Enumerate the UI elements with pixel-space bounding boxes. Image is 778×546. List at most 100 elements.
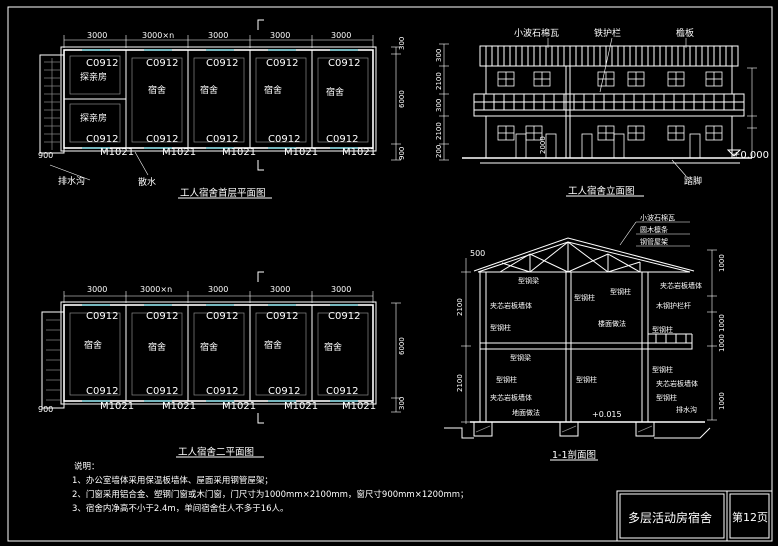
plan1-callout-drain: 排水沟 <box>58 175 85 187</box>
elev-dim-door: 2000 <box>539 136 547 154</box>
plan2-dim-4: 3000 <box>270 285 290 294</box>
section-low-label-6: 夹芯岩板墙体 <box>656 379 698 388</box>
plan2-window-top-2: C0912 <box>146 311 178 322</box>
section-low-label-2: 型钢柱 <box>496 375 517 384</box>
plan1-window-top-4: C0912 <box>266 58 298 69</box>
section-dim-right-1: 1000 <box>718 254 726 272</box>
elev-dim-4: 2100 <box>435 122 443 140</box>
plan2-dim-1: 3000 <box>87 285 107 294</box>
section-top-dim: 500 <box>470 249 485 258</box>
plan2-dim-r2: 300 <box>398 397 406 410</box>
plan1-door-3: M1021 <box>222 147 256 158</box>
sheet-frame <box>7 6 773 542</box>
plan1-room-left-1: 探亲房 <box>80 71 107 83</box>
plan1-window-bot-1: C0912 <box>86 134 118 145</box>
plan1-dim-4: 3000 <box>270 31 290 40</box>
section-1-1: 小波石棉瓦 圆木檩条 钢管屋架 <box>444 213 726 461</box>
section-dim-right-4: 1000 <box>718 392 726 410</box>
plan2-window-bot-1: C0912 <box>86 386 118 397</box>
plan2-room-1: 宿舍 <box>84 339 102 351</box>
plan2-door-2: M1021 <box>162 401 196 412</box>
elev-dim-5: 200 <box>435 145 443 158</box>
plan2-door-3: M1021 <box>222 401 256 412</box>
plan1-dim-5: 3000 <box>331 31 351 40</box>
section-roof-legend-1: 小波石棉瓦 <box>640 213 675 222</box>
elev-dim-2: 2100 <box>435 72 443 90</box>
plan1-dim-2: 3000×n <box>142 31 174 40</box>
section-dim-left-1: 2100 <box>456 298 464 316</box>
plan2-window-bot-3: C0912 <box>206 386 238 397</box>
plan1-window-top-1: C0912 <box>86 58 118 69</box>
plan1-window-top-3: C0912 <box>206 58 238 69</box>
section-up-label-9: 楼面做法 <box>598 319 626 328</box>
plan1-window-top-5: C0912 <box>328 58 360 69</box>
notes: 说明： 1、办公室墙体采用保温板墙体、屋面采用钢管屋架； 2、门窗采用铝合金、塑… <box>72 461 469 514</box>
plan1-level: 900 <box>38 151 53 160</box>
plan2-room-4: 宿舍 <box>264 339 282 351</box>
plan1-room-2: 宿舍 <box>200 84 218 96</box>
elev-label-roof: 小波石棉瓦 <box>514 27 559 39</box>
elev-title: 工人宿舍立面图 <box>568 185 635 197</box>
notes-line-2: 2、门窗采用铝合金、塑钢门窗或木门窗，门尺寸为1000mm×2100mm，窗尺寸… <box>72 489 469 500</box>
plan2-window-top-4: C0912 <box>266 311 298 322</box>
plan2-window-bot-2: C0912 <box>146 386 178 397</box>
front-elevation: 小波石棉瓦 铁护栏 檐板 <box>435 27 769 197</box>
section-up-label-4: 夹芯岩板墙体 <box>490 301 532 310</box>
plan2-window-bot-5: C0912 <box>326 386 358 397</box>
plan1-dim-1: 3000 <box>87 31 107 40</box>
plan1-door-2: M1021 <box>162 147 196 158</box>
plan1-window-top-2: C0912 <box>146 58 178 69</box>
section-up-label-3: 型钢柱 <box>610 287 631 296</box>
plan1-door-4: M1021 <box>284 147 318 158</box>
plan1-door-5: M1021 <box>342 147 376 158</box>
plan2-door-1: M1021 <box>100 401 134 412</box>
section-low-label-5: 型钢柱 <box>652 365 673 374</box>
plan2-dim-5: 3000 <box>331 285 351 294</box>
plan1-room-1: 宿舍 <box>148 84 166 96</box>
plan2-window-bot-4: C0912 <box>268 386 300 397</box>
elev-dim-1: 300 <box>435 49 443 62</box>
plan1-dim-r2: 6000 <box>398 90 406 108</box>
section-dim-right-3: 1000 <box>718 334 726 352</box>
plan2-dim-3: 3000 <box>208 285 228 294</box>
section-dim-left-2: 2100 <box>456 374 464 392</box>
plan1-callout-apron: 散水 <box>138 176 156 188</box>
elev-level: ±0.000 <box>732 150 769 161</box>
plan1-window-bot-3: C0912 <box>206 134 238 145</box>
section-up-label-6: 夹芯岩板墙体 <box>660 281 702 290</box>
section-up-label-7: 木钢护栏杆 <box>656 301 691 310</box>
plan2-room-3: 宿舍 <box>200 341 218 353</box>
elev-label-rail: 铁护栏 <box>594 27 621 39</box>
section-low-label-1: 型钢梁 <box>510 353 531 362</box>
second-floor-plan: 3000 3000×n 3000 3000 3000 6000 300 <box>38 271 406 458</box>
section-low-label-3: 型钢柱 <box>576 375 597 384</box>
plan1-room-3: 宿舍 <box>264 84 282 96</box>
plan1-room-4: 宿舍 <box>326 86 344 98</box>
plan2-door-5: M1021 <box>342 401 376 412</box>
section-low-label-4: 夹芯岩板墙体 <box>490 393 532 402</box>
plan2-room-2: 宿舍 <box>148 341 166 353</box>
section-title: 1-1剖面图 <box>552 449 596 461</box>
section-up-label-2: 型钢柱 <box>574 293 595 302</box>
notes-line-1: 1、办公室墙体采用保温板墙体、屋面采用钢管屋架； <box>72 475 273 486</box>
plan1-dim-r1: 300 <box>398 37 406 50</box>
first-floor-plan: 3000 3000×n 3000 3000 3000 300 6000 900 <box>38 19 406 199</box>
section-up-label-8: 型钢柱 <box>652 325 673 334</box>
section-drain: 排水沟 <box>676 405 697 414</box>
plan2-window-top-1: C0912 <box>86 311 118 322</box>
section-roof-legend-2: 圆木檩条 <box>640 225 668 234</box>
plan2-dim-2: 3000×n <box>140 285 172 294</box>
plan2-window-top-3: C0912 <box>206 311 238 322</box>
section-level: +0.015 <box>592 410 622 419</box>
section-dim-right-2: 1000 <box>718 314 726 332</box>
titleblock-name: 多层活动房宿舍 <box>628 510 712 525</box>
plan1-window-bot-4: C0912 <box>268 134 300 145</box>
plan2-title: 工人宿舍二平面图 <box>178 446 254 458</box>
plan1-room-left-2: 探亲房 <box>80 112 107 124</box>
section-roof-legend-3: 钢管屋架 <box>640 237 668 246</box>
plan2-dim-r1: 6000 <box>398 337 406 355</box>
section-low-label-7: 型钢柱 <box>656 393 677 402</box>
plan1-window-bot-2: C0912 <box>146 134 178 145</box>
elev-label-fascia: 檐板 <box>676 27 694 39</box>
